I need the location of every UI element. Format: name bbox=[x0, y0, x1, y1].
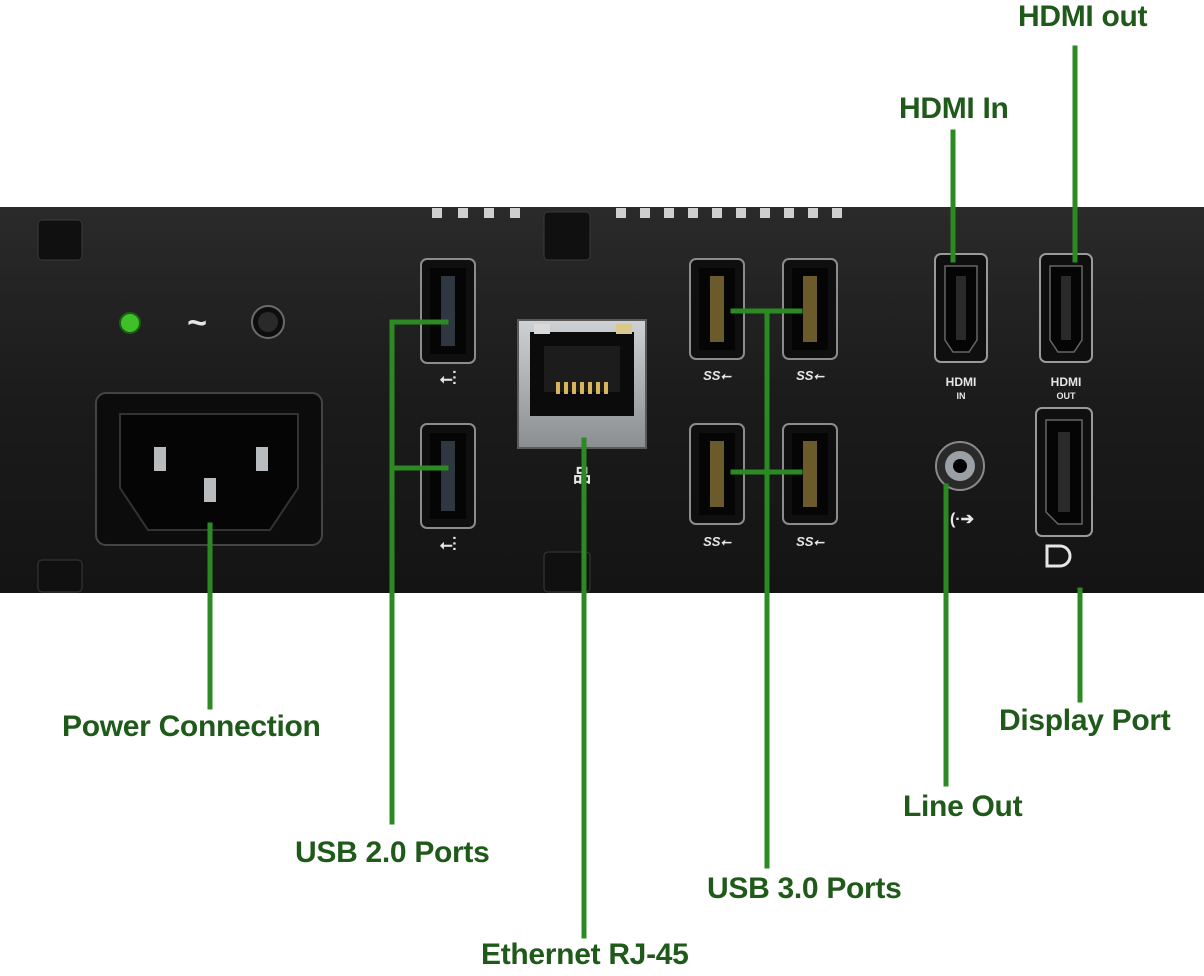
hdmi-out-marking: HDMI bbox=[1051, 375, 1082, 389]
leader-lines bbox=[207, 45, 1083, 939]
power-led-icon bbox=[119, 312, 141, 334]
mounting-tab bbox=[543, 551, 591, 593]
hdmi-in-marking: HDMI bbox=[946, 375, 977, 389]
hdmi-in-port bbox=[934, 253, 988, 363]
ss-usb-symbol-icon: SS⭠ bbox=[796, 368, 825, 383]
displayport-port bbox=[1035, 407, 1093, 537]
ac-symbol-icon: ~ bbox=[187, 304, 207, 342]
vent-slots bbox=[432, 208, 842, 218]
label-hdmi-in: HDMI In bbox=[899, 92, 1009, 125]
hdmi-in-marking-sub: IN bbox=[957, 391, 966, 401]
mounting-tab bbox=[37, 559, 83, 593]
mounting-tab bbox=[37, 219, 83, 261]
usb-symbol-icon: ⭠⁝ bbox=[440, 370, 456, 388]
label-usb2-ports: USB 2.0 Ports bbox=[295, 836, 490, 869]
power-connector bbox=[95, 392, 323, 546]
leader-usb3 bbox=[730, 308, 803, 869]
mounting-tab bbox=[543, 211, 591, 261]
ethernet-port bbox=[517, 319, 647, 449]
line-out-jack bbox=[935, 441, 985, 491]
label-hdmi-out: HDMI out bbox=[1018, 0, 1148, 33]
usb3-port-top-left bbox=[689, 258, 745, 360]
ss-usb-symbol-icon: SS⭠ bbox=[703, 534, 732, 549]
label-display-port: Display Port bbox=[999, 704, 1171, 737]
usb2-port-top bbox=[420, 258, 476, 364]
usb3-port-top-right bbox=[782, 258, 838, 360]
power-button-icon[interactable] bbox=[251, 305, 285, 339]
leader-usb2 bbox=[389, 319, 449, 825]
label-power-connection: Power Connection bbox=[62, 710, 321, 743]
hdmi-out-marking-sub: OUT bbox=[1057, 391, 1077, 401]
headphone-symbol-icon: (·➔ bbox=[950, 511, 975, 528]
hdmi-out-port bbox=[1039, 253, 1093, 363]
usb-symbol-icon: ⭠⁝ bbox=[440, 536, 456, 554]
usb2-port-bottom bbox=[420, 423, 476, 529]
label-usb3-ports: USB 3.0 Ports bbox=[707, 872, 902, 905]
ss-usb-symbol-icon: SS⭠ bbox=[703, 368, 732, 383]
displayport-symbol-icon bbox=[1045, 544, 1072, 568]
ss-usb-symbol-icon: SS⭠ bbox=[796, 534, 825, 549]
label-ethernet-rj45: Ethernet RJ-45 bbox=[481, 938, 689, 971]
label-line-out: Line Out bbox=[903, 790, 1023, 823]
